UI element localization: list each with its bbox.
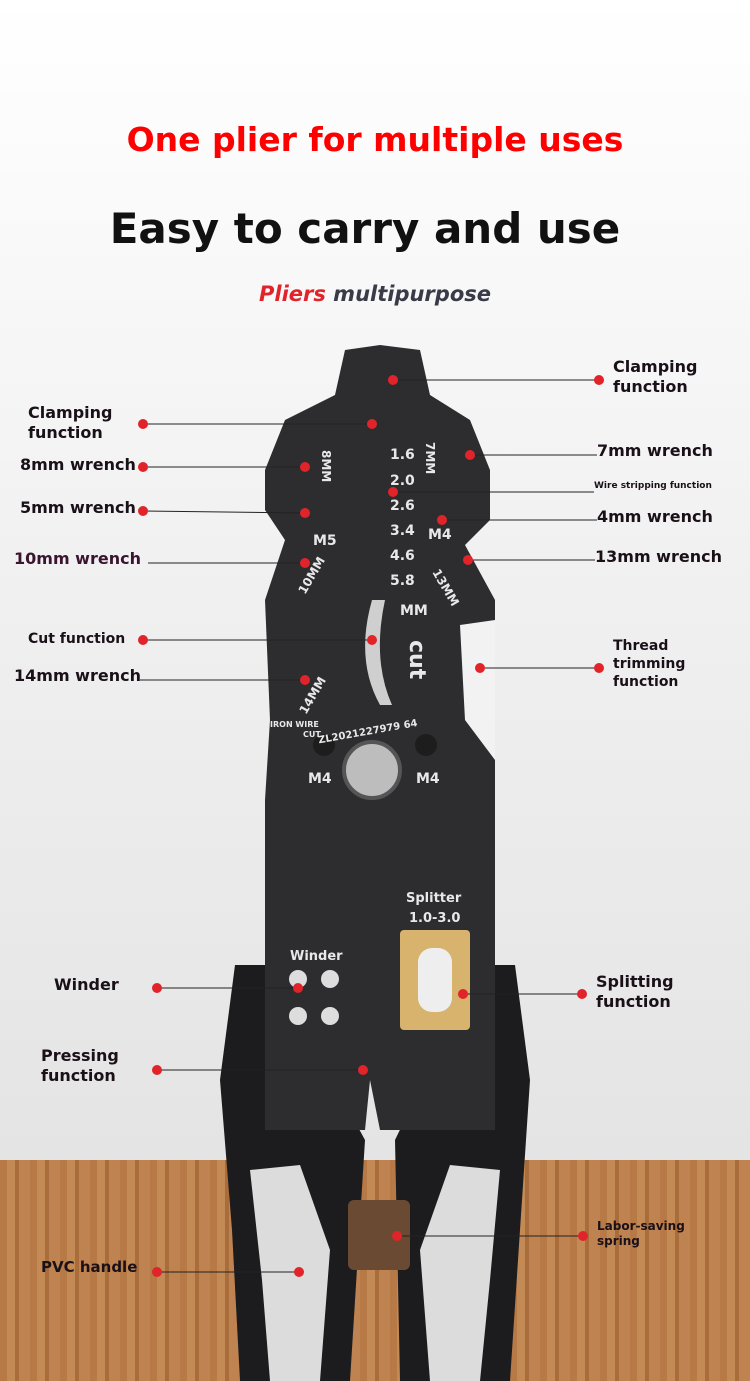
svg-text:7MM: 7MM: [423, 442, 437, 474]
label-8mm-wrench: 8mm wrench: [20, 455, 136, 474]
label-pressing: Pressing function: [41, 1046, 119, 1085]
svg-text:CUT: CUT: [303, 730, 321, 739]
svg-text:MM: MM: [400, 603, 428, 619]
label-splitting: Splitting function: [596, 972, 674, 1011]
svg-text:M4: M4: [416, 771, 440, 787]
svg-text:1.0-3.0: 1.0-3.0: [409, 911, 460, 926]
label-5mm-wrench: 5mm wrench: [20, 498, 136, 517]
label-14mm-wrench: 14mm wrench: [14, 666, 141, 685]
label-4mm-wrench: 4mm wrench: [597, 507, 713, 526]
subheadline: Easy to carry and use: [109, 204, 621, 253]
label-7mm-wrench: 7mm wrench: [597, 441, 713, 460]
svg-text:M4: M4: [428, 527, 452, 543]
svg-text:M4: M4: [308, 771, 332, 787]
label-clamping-left: Clamping function: [28, 403, 113, 442]
label-winder: Winder: [54, 975, 119, 994]
tagline-accent: Pliers: [258, 282, 326, 306]
headline: One plier for multiple uses: [126, 120, 624, 159]
svg-text:Winder: Winder: [290, 949, 343, 964]
svg-text:Splitter: Splitter: [406, 891, 462, 906]
svg-text:8MM: 8MM: [319, 450, 333, 482]
svg-text:4.6: 4.6: [390, 548, 415, 564]
label-13mm-wrench: 13mm wrench: [595, 547, 722, 566]
svg-text:IRON WIRE: IRON WIRE: [270, 720, 319, 729]
svg-text:M5: M5: [313, 533, 337, 549]
marker-dots: [138, 375, 604, 1277]
leader-lines: [140, 379, 599, 1273]
tagline-rest: multipurpose: [325, 282, 491, 306]
label-thread-trimming: Thread trimming function: [613, 638, 686, 690]
label-clamping-right: Clamping function: [613, 357, 698, 396]
svg-text:2.6: 2.6: [390, 498, 415, 514]
label-cut-function: Cut function: [28, 631, 126, 647]
svg-text:cut: cut: [404, 640, 429, 680]
svg-text:2.0: 2.0: [390, 473, 415, 489]
wooden-table: [0, 1160, 750, 1381]
label-wire-stripping: Wire stripping function: [594, 481, 712, 491]
label-spring: Labor-saving spring: [597, 1219, 685, 1248]
label-pvc-handle: PVC handle: [41, 1258, 138, 1276]
svg-text:3.4: 3.4: [390, 523, 415, 539]
label-10mm-wrench: 10mm wrench: [14, 549, 141, 568]
svg-text:5.8: 5.8: [390, 573, 415, 589]
svg-text:1.6: 1.6: [390, 447, 415, 463]
tagline: Pliers multipurpose: [0, 282, 750, 306]
